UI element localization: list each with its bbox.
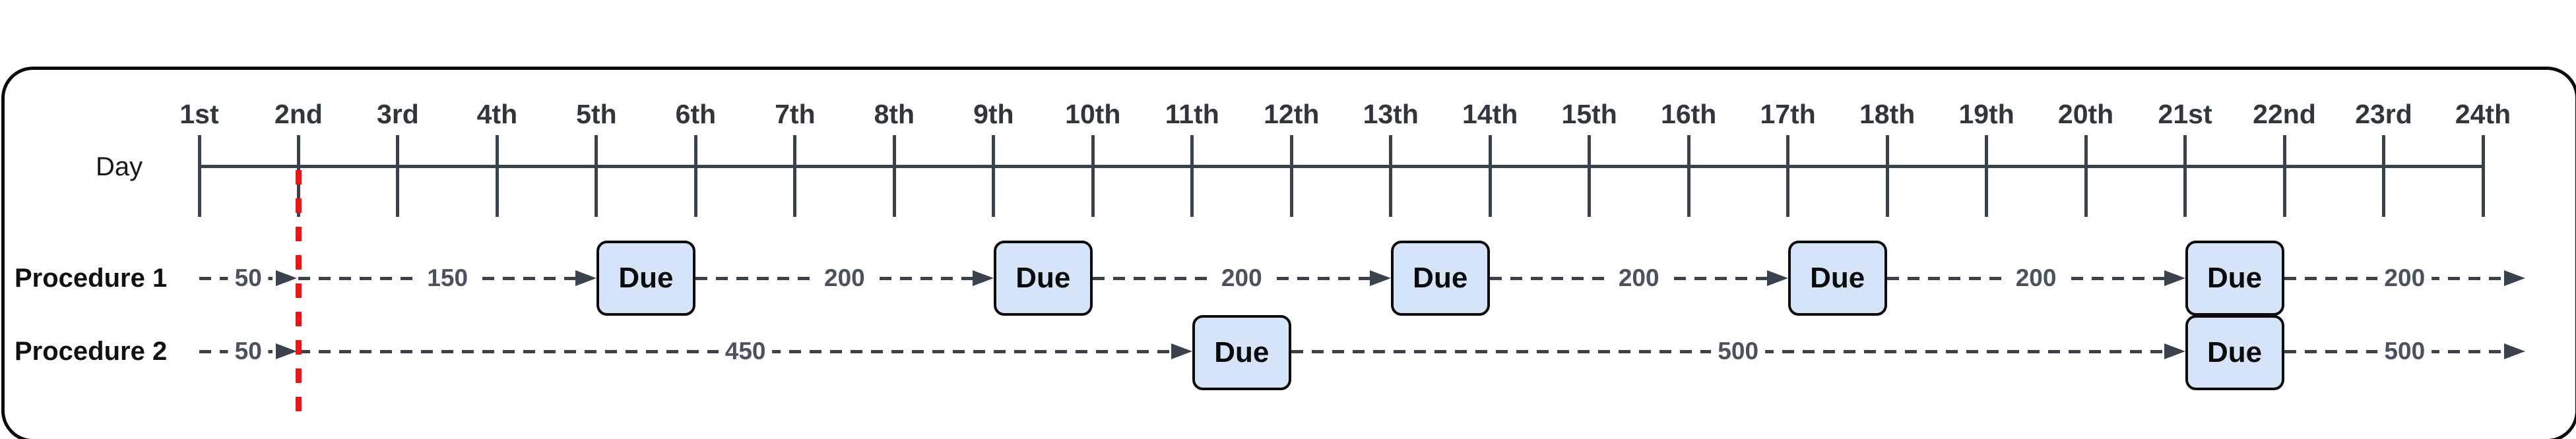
segment-value-label: 450: [718, 336, 773, 367]
day-label: 21st: [2158, 99, 2212, 129]
day-label: 18th: [1859, 99, 1916, 129]
segment-value-label: 50: [228, 262, 269, 294]
segment-value-label: 200: [2377, 262, 2432, 294]
day-tick: [1289, 135, 1293, 217]
day-label: 24th: [2455, 99, 2511, 129]
day-tick: [1091, 135, 1095, 217]
day-tick: [1190, 135, 1194, 217]
day-label: 16th: [1661, 99, 1717, 129]
day-tick: [2481, 135, 2485, 217]
due-node: Due: [1390, 241, 1490, 316]
day-tick: [2183, 135, 2187, 217]
day-tick: [1488, 135, 1492, 217]
procedure-label: Procedure 2: [15, 337, 168, 366]
day-label: 22nd: [2253, 99, 2316, 129]
arrowhead-icon: [2164, 343, 2185, 359]
day-label: 20th: [2057, 99, 2114, 129]
day-tick: [2382, 135, 2386, 217]
due-node: Due: [596, 241, 695, 316]
due-node: Due: [1192, 315, 1291, 390]
day-tick: [1885, 135, 1889, 217]
day-tick: [1389, 135, 1393, 217]
day-label: 2nd: [274, 99, 323, 129]
segment-value-label: 200: [2009, 262, 2063, 294]
day-tick: [1588, 135, 1592, 217]
day-label: 6th: [675, 99, 717, 129]
segment-value-label: 200: [817, 262, 872, 294]
day-label: 4th: [476, 99, 518, 129]
day-tick: [793, 135, 797, 217]
due-node: Due: [2185, 315, 2284, 390]
day-tick: [1786, 135, 1790, 217]
day-label: 3rd: [377, 99, 419, 129]
day-label: 7th: [775, 99, 816, 129]
day-tick: [495, 135, 499, 217]
day-label: 12th: [1264, 99, 1320, 129]
arrowhead-icon: [972, 270, 994, 286]
segment-value-label: 200: [1214, 262, 1269, 294]
arrowhead-icon: [276, 270, 298, 286]
arrowhead-icon: [2504, 343, 2525, 359]
arrowhead-icon: [276, 343, 298, 359]
arrowhead-icon: [1766, 270, 1788, 286]
arrowhead-icon: [575, 270, 596, 286]
current-day-marker-line: [295, 170, 302, 414]
day-label: 19th: [1958, 99, 2014, 129]
day-label: 23rd: [2355, 99, 2412, 129]
segment-value-label: 50: [228, 336, 269, 367]
day-tick: [396, 135, 400, 217]
arrowhead-icon: [2504, 270, 2525, 286]
day-label: 13th: [1363, 99, 1419, 129]
day-label: 15th: [1561, 99, 1617, 129]
due-node: Due: [2185, 241, 2284, 316]
segment-value-label: 150: [420, 262, 475, 294]
day-tick: [197, 135, 201, 217]
segment-value-label: 500: [2377, 336, 2432, 367]
day-label: 5th: [576, 99, 617, 129]
day-label: 9th: [973, 99, 1014, 129]
day-tick: [693, 135, 697, 217]
day-tick: [892, 135, 896, 217]
day-label: 8th: [874, 99, 915, 129]
arrowhead-icon: [2164, 270, 2185, 286]
day-label: 17th: [1760, 99, 1816, 129]
day-tick: [2084, 135, 2088, 217]
day-tick: [992, 135, 996, 217]
day-tick: [595, 135, 598, 217]
day-axis-label: Day: [96, 152, 143, 181]
arrowhead-icon: [1171, 343, 1192, 359]
day-label: 1st: [179, 99, 219, 129]
segment-value-label: 200: [1611, 262, 1666, 294]
day-axis-line: [199, 165, 2483, 168]
procedure-label: Procedure 1: [15, 264, 168, 293]
segment-value-label: 500: [1711, 336, 1766, 367]
day-tick: [1687, 135, 1690, 217]
due-node: Due: [1787, 241, 1887, 316]
day-label: 14th: [1462, 99, 1518, 129]
day-tick: [1985, 135, 1989, 217]
day-tick: [2282, 135, 2286, 217]
day-label: 11th: [1165, 99, 1219, 129]
due-node: Due: [993, 241, 1093, 316]
day-label: 10th: [1065, 99, 1121, 129]
arrowhead-icon: [1369, 270, 1391, 286]
